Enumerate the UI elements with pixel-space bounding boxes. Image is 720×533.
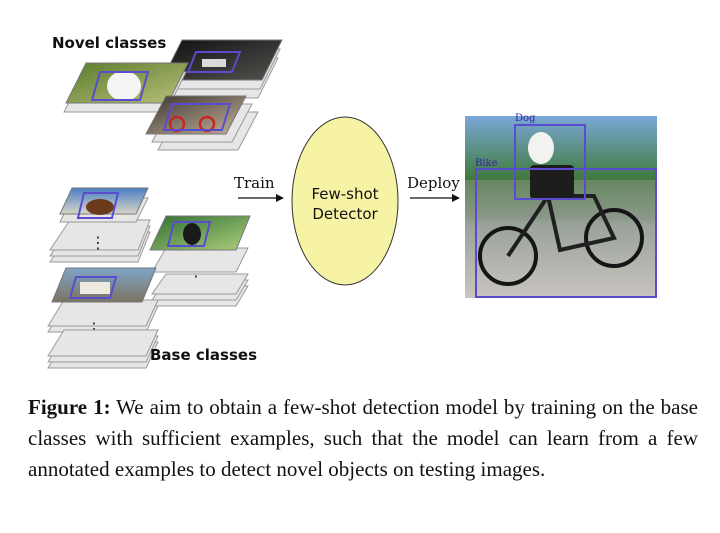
bike-box-label: Bike — [475, 158, 498, 169]
detector-label-line1: Few-shot — [311, 185, 378, 203]
dog-box-label: Dog — [515, 113, 536, 124]
bike-basket — [530, 165, 574, 199]
novel-classes-label: Novel classes — [52, 34, 166, 52]
few-shot-detector — [291, 116, 399, 286]
test-image: Dog Bike — [465, 113, 657, 298]
horse-box — [76, 192, 120, 219]
detector-label-line2: Detector — [312, 205, 378, 223]
bike-frame — [506, 194, 617, 258]
bike-box — [162, 103, 232, 131]
bird-box — [166, 221, 212, 247]
novel-stack-dog — [63, 62, 189, 113]
figure-diagram: Novel classes ⋮ ⋮ — [47, 34, 657, 369]
base-classes-label: Base classes — [150, 346, 257, 364]
bird-shape — [183, 223, 201, 245]
dog-detection-box — [514, 124, 586, 200]
deploy-arrowhead — [452, 194, 460, 202]
train-arrowhead — [276, 194, 284, 202]
caption-label: Figure 1: — [28, 395, 111, 419]
bike-detection-box — [475, 168, 657, 298]
train-shape — [80, 282, 110, 294]
base-stack-horse: ⋮ — [49, 187, 151, 263]
dog-box — [90, 71, 150, 101]
car-box — [186, 51, 242, 73]
bike-rear-wheel — [584, 208, 644, 268]
base-stack-train: ⋮ — [47, 267, 159, 369]
deploy-label: Deploy — [407, 174, 460, 192]
horse-shape — [86, 199, 114, 215]
base-stack-bird: ⋮ — [149, 215, 251, 307]
novel-stack-bike — [145, 95, 259, 151]
train-box — [68, 276, 118, 299]
dog-shape — [107, 71, 141, 101]
caption-text: We aim to obtain a few-shot detection mo… — [28, 395, 698, 481]
dog-on-bike — [528, 132, 554, 164]
figure-caption: Figure 1: We aim to obtain a few-shot de… — [28, 392, 698, 485]
train-label: Train — [234, 174, 275, 192]
ellipsis-a: ⋮ — [90, 233, 106, 252]
bike-front-wheel — [478, 226, 538, 286]
car-shape — [202, 59, 226, 67]
